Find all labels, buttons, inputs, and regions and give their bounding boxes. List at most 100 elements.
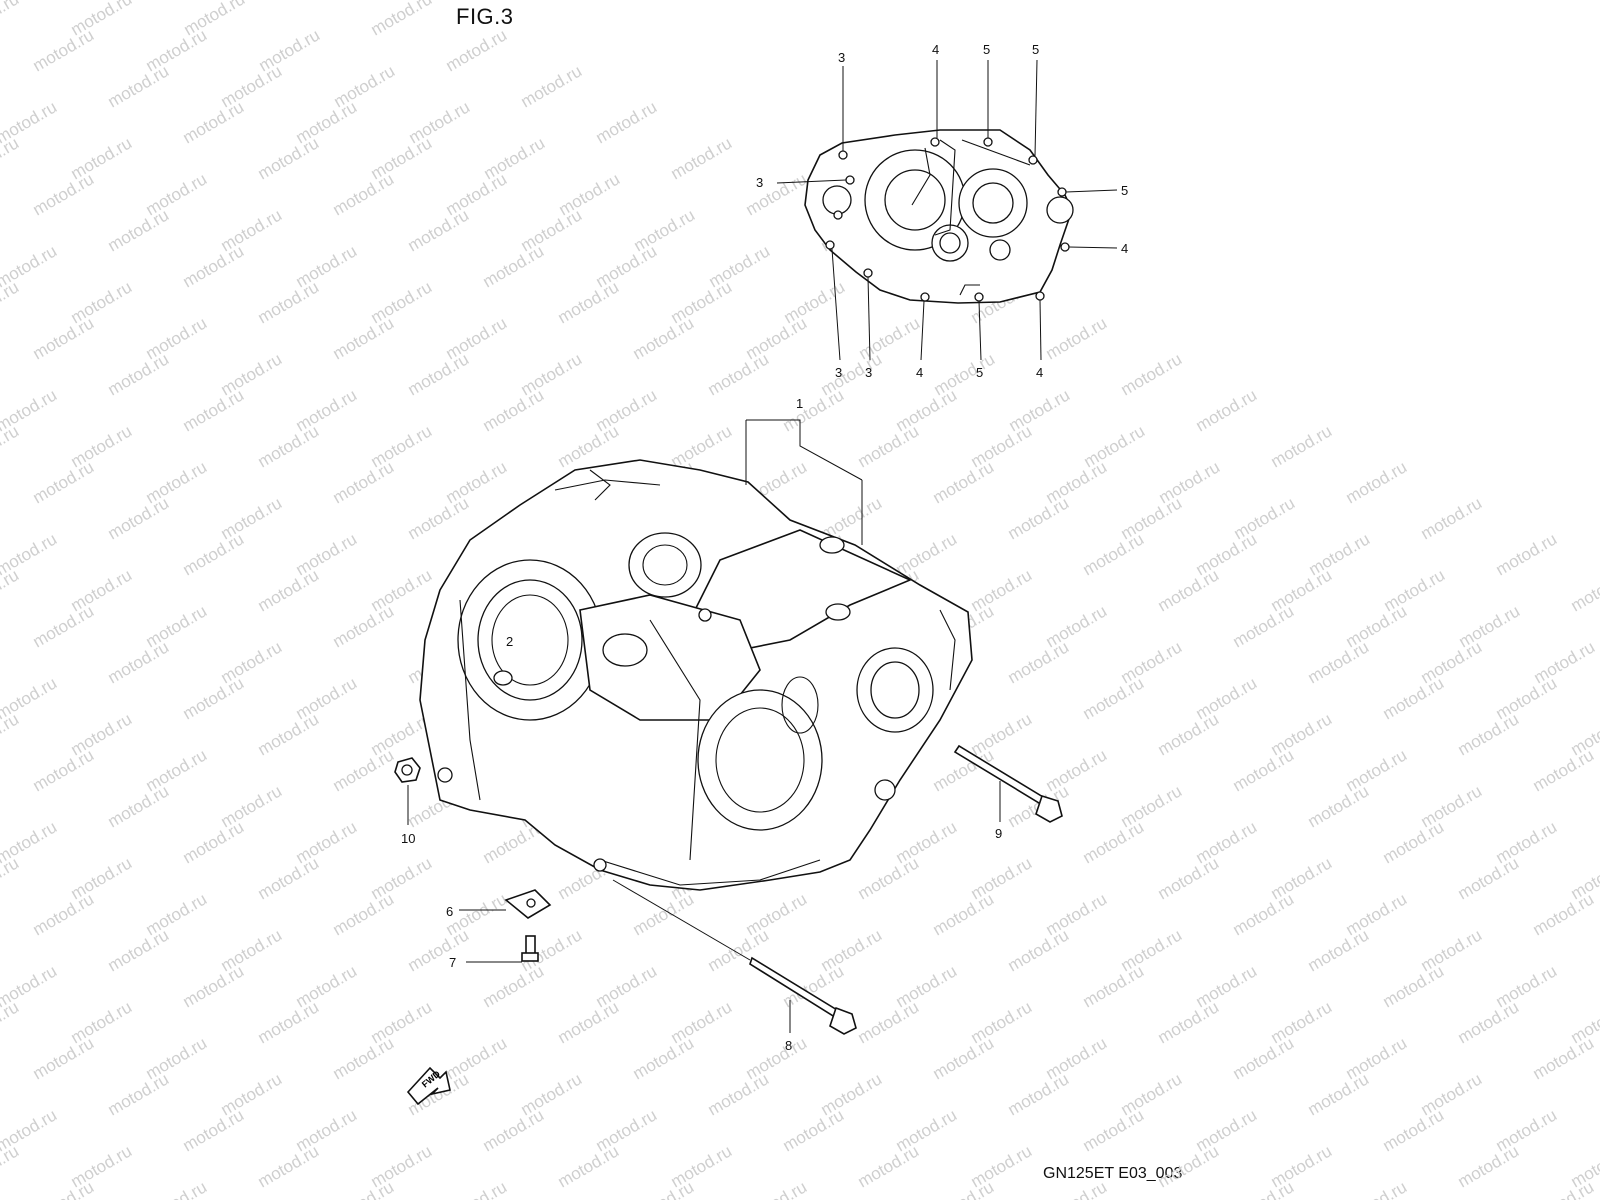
watermark-text: motod.ru	[330, 745, 398, 795]
watermark-text: motod.ru	[180, 97, 248, 147]
watermark-text: motod.ru	[330, 457, 398, 507]
watermark-text: motod.ru	[1155, 853, 1223, 903]
watermark-text: motod.ru	[855, 853, 923, 903]
watermark-text: motod.ru	[30, 1033, 98, 1083]
watermark-text: motod.ru	[1080, 1105, 1148, 1155]
watermark-text: motod.ru	[1418, 493, 1486, 543]
watermark-text: motod.ru	[1005, 925, 1073, 975]
watermark-text: motod.ru	[630, 313, 698, 363]
watermark-text: motod.ru	[930, 1177, 998, 1200]
watermark-text: motod.ru	[743, 169, 811, 219]
watermark-text: motod.ru	[105, 637, 173, 687]
watermark-text: motod.ru	[255, 997, 323, 1047]
watermark-text: motod.ru	[405, 349, 473, 399]
watermark-text: motod.ru	[180, 241, 248, 291]
watermark-text: motod.ru	[1155, 997, 1223, 1047]
callout-9: 9	[995, 826, 1002, 841]
watermark-text: motod.ru	[293, 0, 361, 3]
watermark-text: motod.ru	[705, 1069, 773, 1119]
callout-inset-top-2: 4	[932, 42, 939, 57]
watermark-text: motod.ru	[555, 997, 623, 1047]
callout-inset-bottom-4: 5	[976, 365, 983, 380]
watermark-text: motod.ru	[443, 25, 511, 75]
callout-2: 2	[506, 634, 513, 649]
watermark-text: motod.ru	[255, 421, 323, 471]
watermark-text: motod.ru	[1268, 421, 1336, 471]
watermark-text: motod.ru	[555, 277, 623, 327]
watermark-text: motod.ru	[1043, 313, 1111, 363]
watermark-text: motod.ru	[180, 1105, 248, 1155]
watermark-text: motod.ru	[30, 25, 98, 75]
callout-1: 1	[796, 396, 803, 411]
watermark-text: motod.ru	[405, 205, 473, 255]
callout-inset-right-5: 5	[1121, 183, 1128, 198]
part-7-screw	[466, 935, 539, 963]
watermark-text: motod.ru	[1155, 565, 1223, 615]
callout-inset-top-4: 5	[1032, 42, 1039, 57]
watermark-text: motod.ru	[1230, 745, 1298, 795]
callout-6: 6	[446, 904, 453, 919]
watermark-text: motod.ru	[1080, 817, 1148, 867]
watermark-text: motod.ru	[1155, 1141, 1223, 1191]
watermark-text: motod.ru	[1455, 853, 1523, 903]
watermark-text: motod.ru	[105, 1069, 173, 1119]
watermark-text: motod.ru	[180, 385, 248, 435]
inset-crankcase-view	[804, 129, 1074, 304]
watermark-text: motod.ru	[1493, 529, 1561, 579]
callout-7: 7	[449, 955, 456, 970]
watermark-text: motod.ru	[1305, 637, 1373, 687]
watermark-text: motod.ru	[780, 385, 848, 435]
watermark-text: motod.ru	[1193, 385, 1261, 435]
watermark-text: motod.ru	[255, 1141, 323, 1191]
watermark-text: motod.ru	[330, 169, 398, 219]
callout-inset-bottom-2: 3	[865, 365, 872, 380]
watermark-text: motod.ru	[705, 349, 773, 399]
watermark-text: motod.ru	[743, 1177, 811, 1200]
watermark-text: motod.ru	[1380, 817, 1448, 867]
callout-inset-bottom-5: 4	[1036, 365, 1043, 380]
watermark-text: motod.ru	[1380, 673, 1448, 723]
watermark-text: motod.ru	[1005, 637, 1073, 687]
watermark-text: motod.ru	[1155, 709, 1223, 759]
watermark-text: motod.ru	[105, 781, 173, 831]
watermark-text: motod.ru	[668, 133, 736, 183]
watermark-text: motod.ru	[105, 205, 173, 255]
watermark-text: motod.ru	[1455, 1141, 1523, 1191]
callout-inset-left: 3	[756, 175, 763, 190]
watermark-text: motod.ru	[180, 673, 248, 723]
watermark-text: motod.ru	[930, 889, 998, 939]
watermark-text: motod.ru	[855, 997, 923, 1047]
watermark-text: motod.ru	[930, 457, 998, 507]
watermark-text: motod.ru	[180, 817, 248, 867]
watermark-text: motod.ru	[30, 889, 98, 939]
callout-inset-bottom-3: 4	[916, 365, 923, 380]
watermark-text: motod.ru	[330, 1177, 398, 1200]
watermark-text: motod.ru	[30, 601, 98, 651]
watermark-text: motod.ru	[30, 313, 98, 363]
watermark-text: motod.ru	[1080, 529, 1148, 579]
watermark-text: motod.ru	[780, 1105, 848, 1155]
watermark-text: motod.ru	[518, 61, 586, 111]
callout-inset-top-3: 5	[983, 42, 990, 57]
watermark-text: motod.ru	[30, 745, 98, 795]
watermark-text: motod.ru	[1530, 889, 1598, 939]
watermark-text: motod.ru	[480, 385, 548, 435]
watermark-text: motod.ru	[0, 997, 22, 1047]
watermark-text: motod.ru	[1305, 781, 1373, 831]
watermark-text: motod.ru	[330, 889, 398, 939]
callout-inset-right-4: 4	[1121, 241, 1128, 256]
callout-10: 10	[401, 831, 415, 846]
part-6-plate	[459, 889, 552, 919]
watermark-text: motod.ru	[593, 97, 661, 147]
watermark-text: motod.ru	[480, 961, 548, 1011]
watermark-text: motod.ru	[330, 1033, 398, 1083]
watermark-text: motod.ru	[1568, 565, 1600, 615]
part-9-bolt	[953, 744, 1063, 823]
watermark-text: motod.ru	[255, 565, 323, 615]
watermark-text: motod.ru	[480, 1105, 548, 1155]
watermark-text: motod.ru	[0, 709, 22, 759]
watermark-text: motod.ru	[105, 61, 173, 111]
figure-code: GN125ET E03_003	[1043, 1165, 1183, 1182]
watermark-text: motod.ru	[1043, 1177, 1111, 1200]
watermark-text: motod.ru	[855, 1141, 923, 1191]
